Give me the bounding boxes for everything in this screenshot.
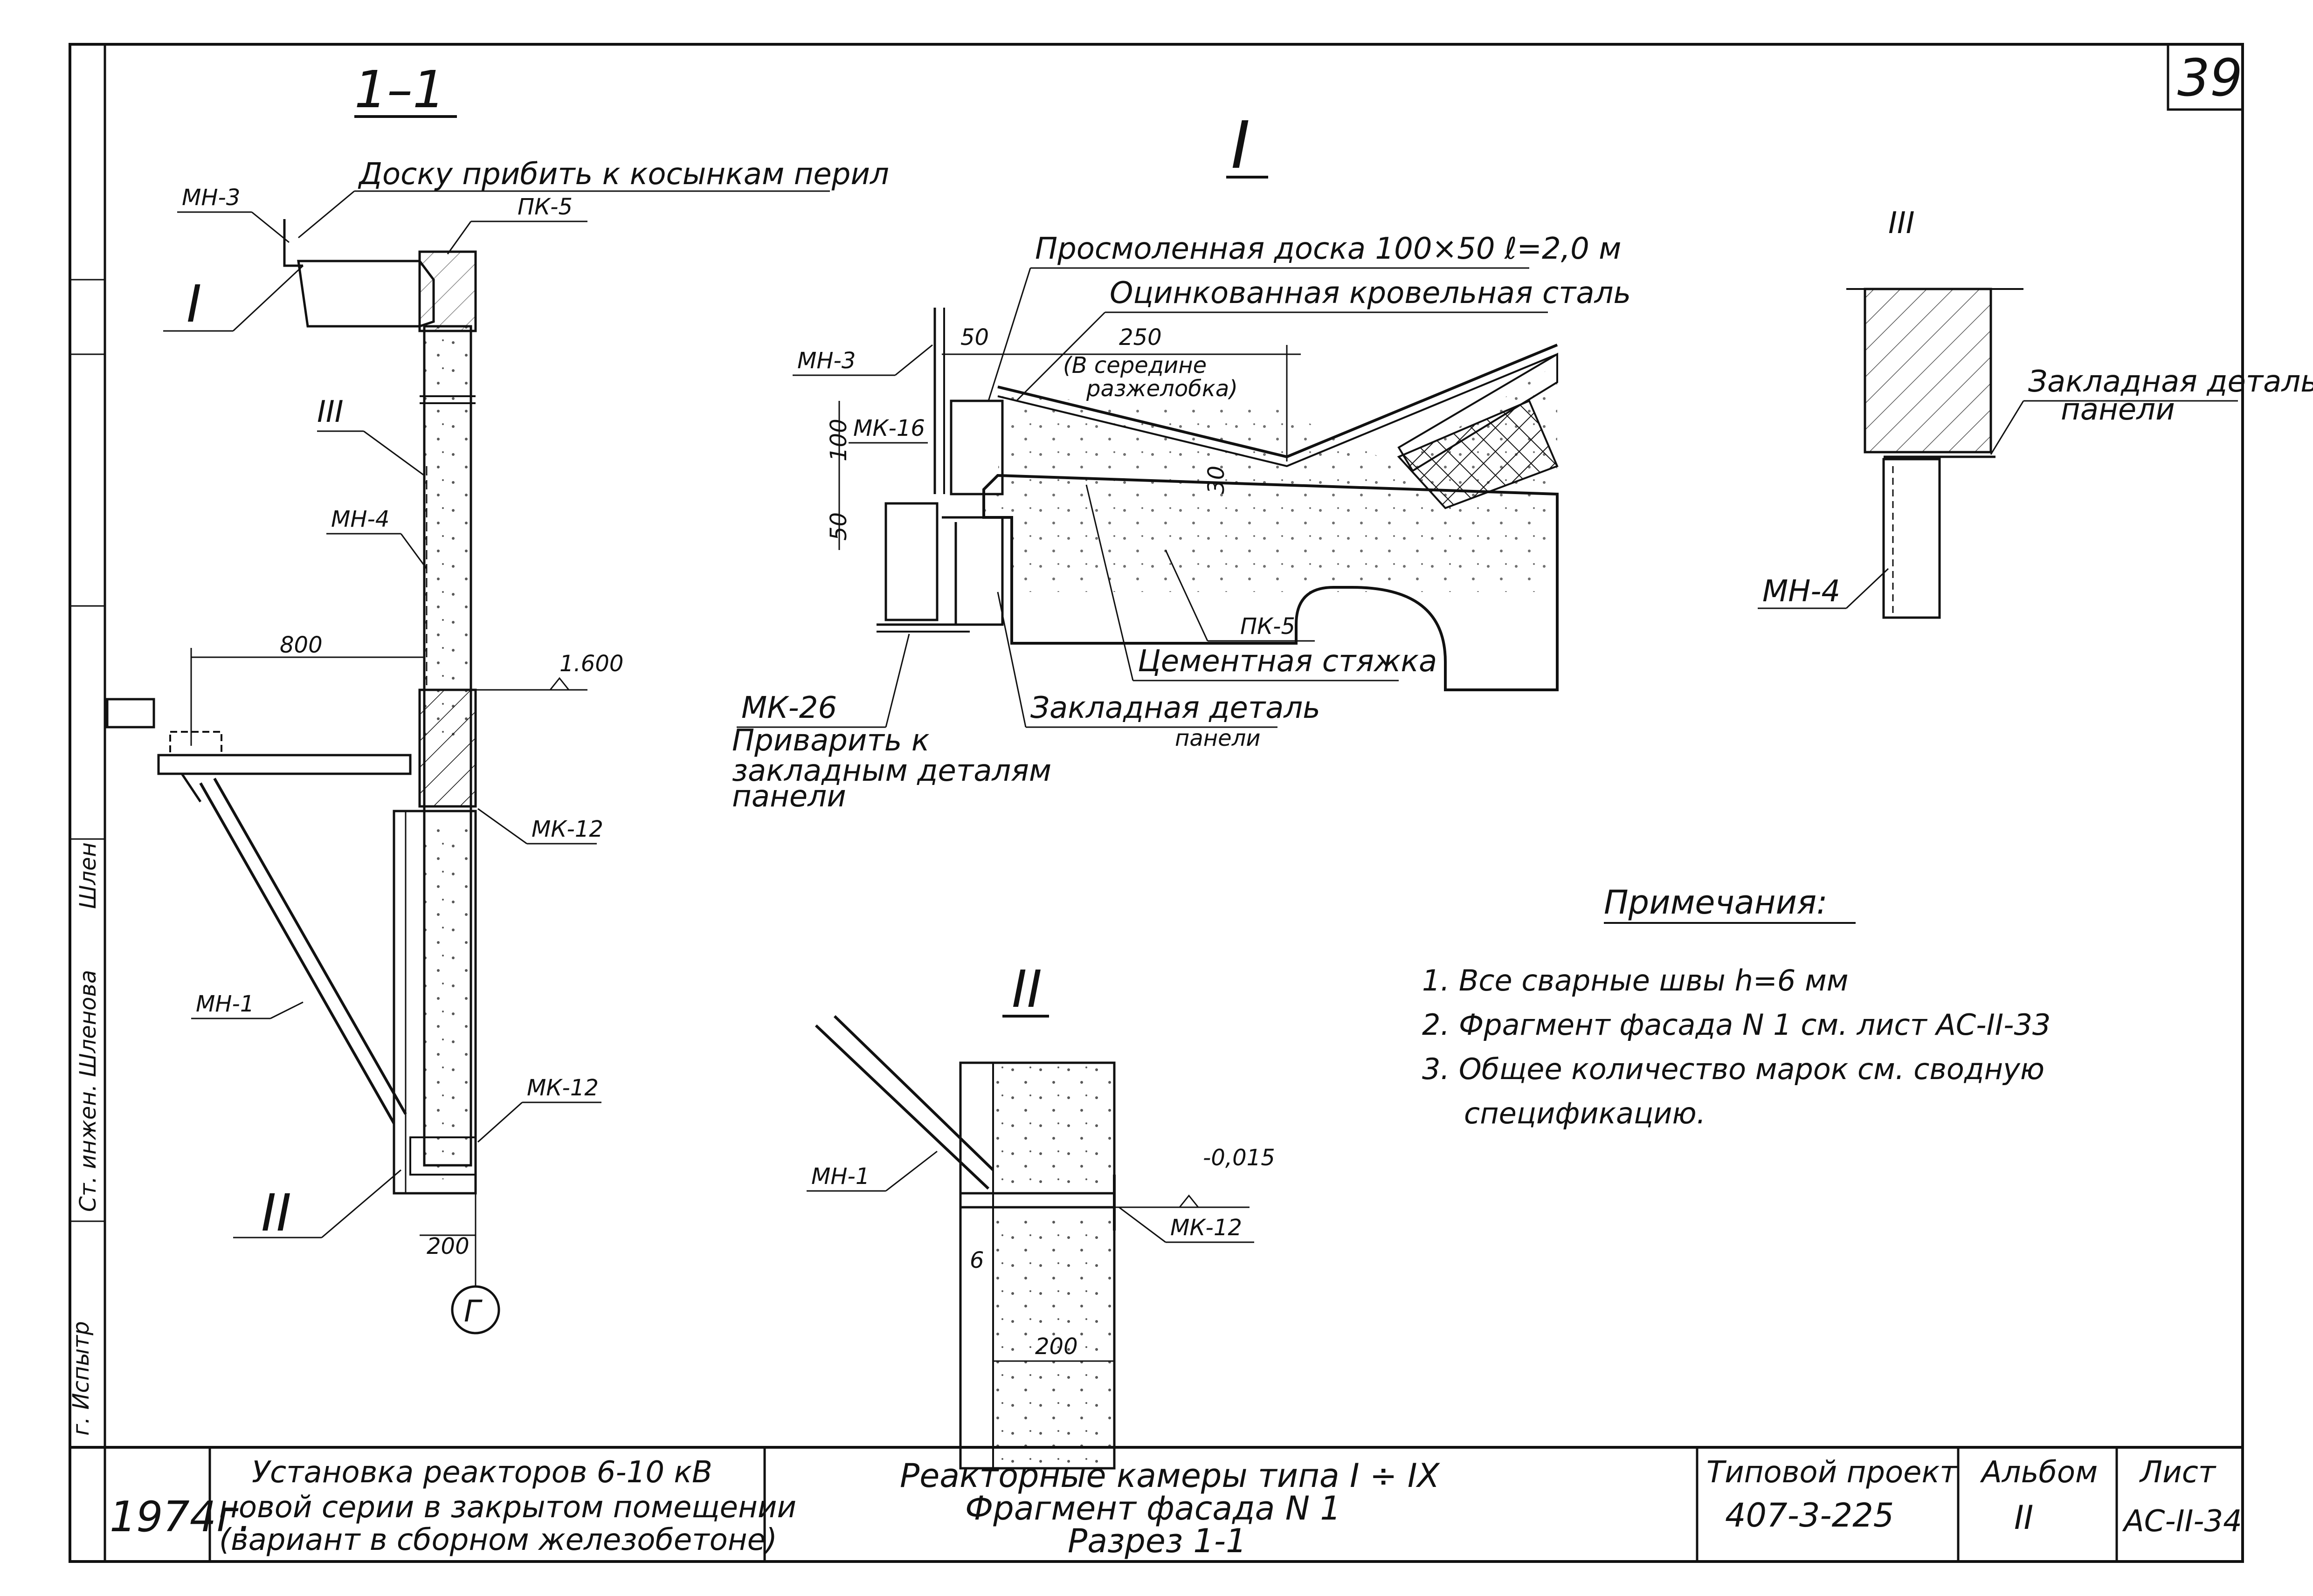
label-mn3: МН-3 [797,348,856,374]
node-iii-title: III [1888,206,1915,241]
label-galvanized-steel: Оцинкованная кровельная сталь [1110,276,1631,310]
label-weld-1: Приварить к [732,723,930,758]
sheet-name-1: Реакторные камеры типа I ÷ IX [900,1457,1440,1495]
note-2: 2. Фрагмент фасада N 1 см. лист АС-II-33 [1422,1008,2051,1042]
description-2: новой серии в закрытом помещении [219,1490,796,1525]
label-node-ii: II [261,1183,291,1243]
dim-200: 200 [427,1233,470,1259]
left-margin: Ст. инжен. Шленова Шлен г. Испытр [68,279,105,1436]
label-embedded-part-2: панели [1175,725,1261,751]
dim-50-top: 50 [960,324,989,351]
label-mn1: МН-1 [811,1163,870,1190]
label-embedded-part-2: панели [2061,392,2175,427]
note-3: 3. Общее количество марок см. сводную [1422,1052,2044,1086]
description-1: Установка реакторов 6-10 кВ [252,1455,712,1490]
node-ii-detail: II 6 200 МН-1 -0,015 МК-12 [807,959,1275,1470]
mark-1600: 1.600 [559,651,623,677]
dim-200: 200 [1035,1334,1078,1360]
in-valley-2: разжелобка) [1086,376,1238,402]
section-1-1-title: 1–1 [354,60,445,119]
mark-015: -0,015 [1203,1145,1275,1171]
label-mn4: МН-4 [1762,574,1840,609]
project-label: Типовой проект [1706,1455,1958,1490]
sheet-number: 39 [2177,48,2243,108]
sheet-name-2: Фрагмент фасада N 1 [965,1489,1341,1527]
node-i-title: I [1231,108,1250,184]
sheet-label: Лист [2139,1455,2216,1490]
sheet-frame [69,43,2244,1563]
dim-800: 800 [280,632,323,658]
label-tarred-board: Просмоленная доска 100×50 ℓ=2,0 м [1035,232,1621,266]
label-weld-3: панели [732,779,846,814]
dim-250: 250 [1119,324,1162,351]
title-block: 1974г. Установка реакторов 6-10 кВ новой… [110,1447,2242,1562]
label-embedded-part: Закладная деталь [1030,691,1320,725]
description-3: (вариант в сборном железобетоне) [219,1523,777,1557]
note-1: 1. Все сварные швы h=6 мм [1422,963,1849,998]
label-mk12: МК-12 [1170,1215,1242,1241]
in-valley: (В середине [1063,352,1207,378]
node-i-detail: I 50 250 (В середине разжелобка) 100 50 … [732,108,1631,814]
engineer-label: Ст. инжен. Шленова [75,970,101,1212]
label-mk12-top: МК-12 [532,816,603,842]
sheet-name-3: Разрез 1-1 [1068,1522,1247,1560]
label-mk16: МК-16 [853,415,925,441]
sheet-value: АС-II-34 [2122,1504,2242,1539]
label-cement-screed: Цементная стяжка [1138,644,1437,679]
album-label: Альбом [1980,1455,2098,1490]
node-ii-title: II [1012,959,1042,1019]
margin-bottom-text: г. Испытр [68,1321,94,1436]
dim-30: 30 [1203,466,1229,494]
label-node-iii: III [317,395,344,429]
signature: Шлен [75,842,101,909]
label-pk5: ПК-5 [1240,613,1295,640]
label-mn4: МН-4 [331,506,389,532]
label-mk12-bottom: МК-12 [527,1075,599,1101]
label-nail-board: Доску прибить к косынкам перил [358,157,889,192]
section-1-1: 1–1 800 1.600 [106,60,889,1335]
label-mn1: МН-1 [196,991,254,1017]
label-mn3: МН-3 [182,185,240,211]
axis-g: Г [464,1294,483,1329]
project-value: 407-3-225 [1725,1496,1894,1534]
dim-6: 6 [970,1247,984,1273]
label-pk5: ПК-5 [518,194,573,220]
notes-block: Примечания: 1. Все сварные швы h=6 мм 2.… [1422,883,2051,1130]
label-embedded-part: Закладная деталь [2028,365,2313,399]
year: 1974г. [110,1493,252,1541]
notes-heading: Примечания: [1604,883,1828,922]
label-node-i: I [186,274,201,334]
note-3-cont: спецификацию. [1464,1096,1705,1130]
node-iii-detail: III Закладная деталь панели МН-4 [1758,206,2313,619]
label-weld-2: закладным деталям [732,754,1051,788]
label-mk26: МК-26 [741,691,837,725]
album-value: II [2014,1499,2033,1537]
